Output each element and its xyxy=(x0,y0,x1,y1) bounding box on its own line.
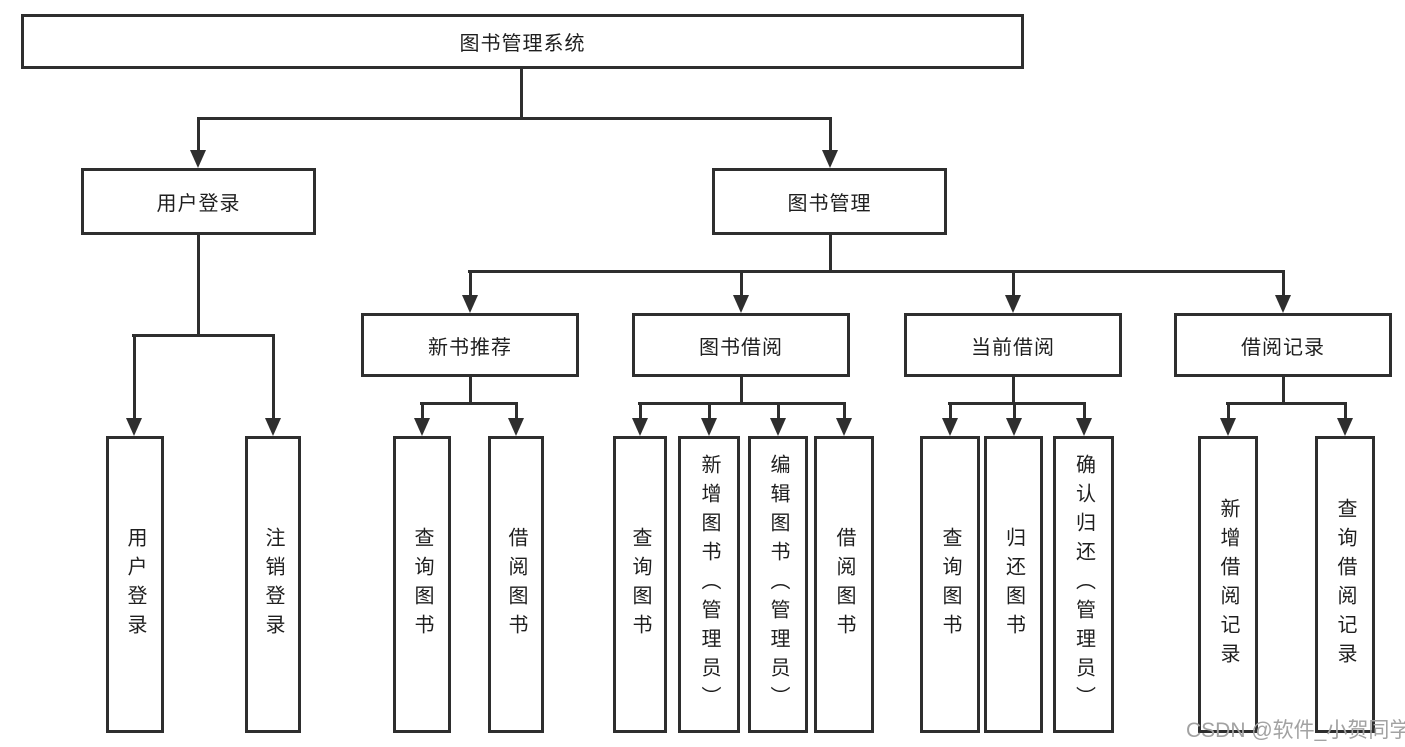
connector-line xyxy=(468,270,1285,273)
node-leaf-borrow-books-1: 借阅图书 xyxy=(488,436,544,733)
node-current-borrow: 当前借阅 xyxy=(904,313,1122,377)
connector-line xyxy=(1226,402,1347,405)
node-leaf-logout: 注销登录 xyxy=(245,436,301,733)
connector-line xyxy=(197,235,200,337)
arrowhead-icon xyxy=(1076,418,1092,436)
connector-line xyxy=(515,402,518,420)
arrowhead-icon xyxy=(1275,295,1291,313)
node-user-login: 用户登录 xyxy=(81,168,316,235)
connector-line xyxy=(1227,402,1230,420)
connector-line xyxy=(708,402,711,420)
arrowhead-icon xyxy=(770,418,786,436)
arrowhead-icon xyxy=(414,418,430,436)
connector-line xyxy=(948,402,1086,405)
connector-line xyxy=(133,334,136,420)
arrowhead-icon xyxy=(190,150,206,168)
node-leaf-confirm-return-admin-label: 确认归还（管理员） xyxy=(1072,454,1095,715)
node-leaf-add-borrow-record-label: 新增借阅记录 xyxy=(1217,497,1239,672)
node-book-borrow-label: 图书借阅 xyxy=(699,336,783,359)
connector-line xyxy=(1282,270,1285,298)
connector-line xyxy=(740,270,743,298)
arrowhead-icon xyxy=(1005,295,1021,313)
node-leaf-add-borrow-record: 新增借阅记录 xyxy=(1198,436,1258,733)
connector-line xyxy=(740,377,743,405)
node-user-login-label: 用户登录 xyxy=(156,193,241,215)
connector-line xyxy=(420,402,518,405)
node-new-book-recommend-label: 新书推荐 xyxy=(428,336,512,359)
connector-line xyxy=(829,117,832,153)
node-leaf-query-books-1: 查询图书 xyxy=(393,436,451,733)
arrowhead-icon xyxy=(822,150,838,168)
node-leaf-query-books-1-label: 查询图书 xyxy=(411,526,433,643)
connector-line xyxy=(777,402,780,420)
connector-line xyxy=(829,235,832,273)
node-book-management: 图书管理 xyxy=(712,168,947,235)
node-leaf-edit-book-admin-label: 编辑图书（管理员） xyxy=(767,454,789,715)
node-leaf-query-books-2: 查询图书 xyxy=(613,436,667,733)
connector-line xyxy=(272,334,275,420)
node-leaf-query-books-3: 查询图书 xyxy=(920,436,980,733)
node-root-label: 图书管理系统 xyxy=(459,33,586,55)
node-leaf-user-login-label: 用户登录 xyxy=(124,526,146,643)
connector-line xyxy=(1013,402,1016,420)
node-leaf-add-book-admin: 新增图书（管理员） xyxy=(678,436,740,733)
node-leaf-borrow-books-1-label: 借阅图书 xyxy=(505,526,527,643)
node-leaf-confirm-return-admin: 确认归还（管理员） xyxy=(1053,436,1114,733)
node-leaf-add-book-admin-label: 新增图书（管理员） xyxy=(698,454,720,715)
connector-line xyxy=(1344,402,1347,420)
node-leaf-return-book-label: 归还图书 xyxy=(1002,526,1025,643)
connector-line xyxy=(421,402,424,420)
connector-line xyxy=(843,402,846,420)
arrowhead-icon xyxy=(942,418,958,436)
node-root: 图书管理系统 xyxy=(21,14,1024,69)
node-new-book-recommend: 新书推荐 xyxy=(361,313,579,377)
node-leaf-logout-label: 注销登录 xyxy=(262,526,284,643)
connector-line xyxy=(1012,270,1015,298)
connector-line xyxy=(520,69,523,120)
node-leaf-borrow-books-2: 借阅图书 xyxy=(814,436,874,733)
node-current-borrow-label: 当前借阅 xyxy=(971,336,1055,359)
connector-line xyxy=(949,402,952,420)
node-book-management-label: 图书管理 xyxy=(787,193,872,215)
node-leaf-borrow-books-2-label: 借阅图书 xyxy=(833,526,855,643)
csdn-watermark: CSDN @软件_小贺同学 xyxy=(1186,719,1405,742)
arrowhead-icon xyxy=(1337,418,1353,436)
arrowhead-icon xyxy=(1220,418,1236,436)
node-leaf-query-books-2-label: 查询图书 xyxy=(629,526,651,643)
node-borrow-records-label: 借阅记录 xyxy=(1241,336,1325,359)
node-book-borrow: 图书借阅 xyxy=(632,313,850,377)
arrowhead-icon xyxy=(462,295,478,313)
arrowhead-icon xyxy=(126,418,142,436)
node-leaf-query-borrow-record: 查询借阅记录 xyxy=(1315,436,1375,733)
connector-line xyxy=(638,402,846,405)
connector-line xyxy=(469,270,472,298)
arrowhead-icon xyxy=(836,418,852,436)
connector-line xyxy=(1012,377,1015,405)
arrowhead-icon xyxy=(733,295,749,313)
connector-line xyxy=(469,377,472,405)
connector-line xyxy=(197,117,832,120)
connector-line xyxy=(197,117,200,153)
node-leaf-return-book: 归还图书 xyxy=(984,436,1043,733)
node-leaf-query-borrow-record-label: 查询借阅记录 xyxy=(1334,497,1356,672)
arrowhead-icon xyxy=(508,418,524,436)
connector-line xyxy=(1282,377,1285,405)
arrowhead-icon xyxy=(1006,418,1022,436)
connector-line xyxy=(639,402,642,420)
arrowhead-icon xyxy=(632,418,648,436)
connector-line xyxy=(1083,402,1086,420)
node-leaf-edit-book-admin: 编辑图书（管理员） xyxy=(748,436,808,733)
node-borrow-records: 借阅记录 xyxy=(1174,313,1392,377)
node-leaf-query-books-3-label: 查询图书 xyxy=(939,526,961,643)
arrowhead-icon xyxy=(701,418,717,436)
node-leaf-user-login: 用户登录 xyxy=(106,436,164,733)
connector-line xyxy=(132,334,275,337)
arrowhead-icon xyxy=(265,418,281,436)
